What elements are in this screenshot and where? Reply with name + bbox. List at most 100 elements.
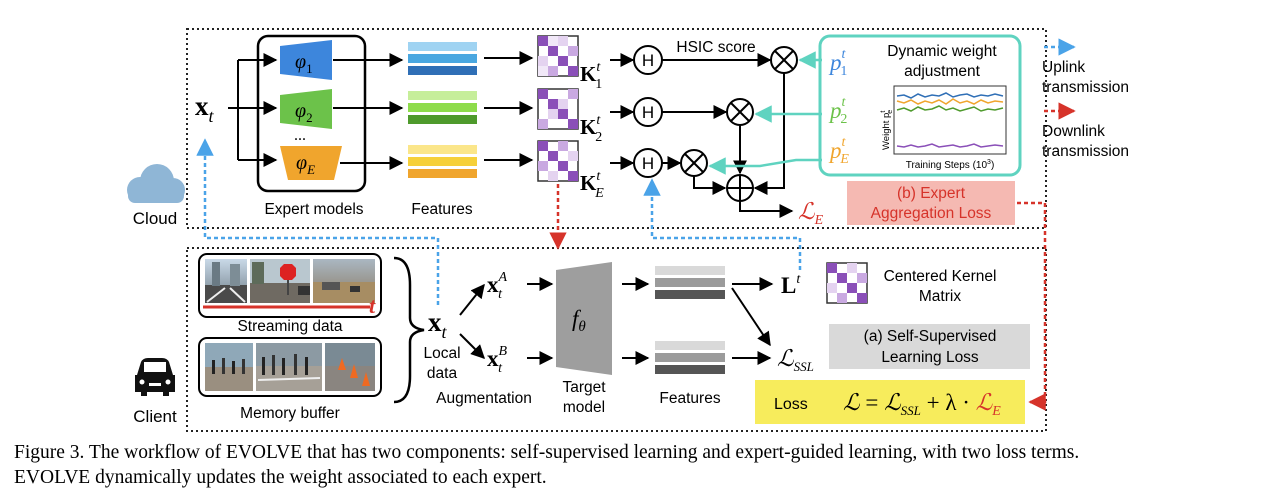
target-model-line1: Target (562, 379, 606, 396)
client-feature-bars-b (655, 341, 725, 374)
svg-text:H: H (642, 154, 654, 173)
loss-formula: ℒ = ℒSSL + λ · ℒE (843, 390, 1001, 419)
client-feature-arrows (731, 277, 774, 365)
memory-image-2 (256, 343, 322, 391)
client-input-symbol: xt (428, 307, 448, 342)
memory-buffer-box (198, 337, 382, 397)
cloud-icon (127, 164, 185, 203)
client-feature-bars-a (655, 266, 725, 299)
caption-line2: EVOLVE dynamically updates the weight as… (14, 467, 547, 488)
time-label: t (369, 293, 376, 318)
brace-icon (393, 256, 425, 404)
svg-text:transmission: transmission (1042, 79, 1129, 96)
expert-loss-box-line1: (b) Expert (897, 185, 966, 202)
figure-caption: Figure 3. The workflow of EVOLVE that ha… (14, 440, 1259, 490)
streaming-image-3 (313, 259, 375, 303)
augmentation-label: Augmentation (436, 390, 532, 407)
weight-feedback-arrows (708, 51, 822, 175)
hsic-node-1-icon: H (633, 45, 663, 75)
downlink-arrows (549, 184, 1047, 411)
mini-chart-xlabel: Training Steps (103) (906, 159, 995, 171)
client-features-label: Features (659, 390, 720, 407)
weight-mini-chart (893, 85, 1007, 155)
hsic-score-label: HSIC score (676, 39, 755, 56)
cloud-features-label: Features (411, 201, 472, 218)
ssl-loss-symbol: ℒSSL (777, 346, 814, 374)
legend-uplink: Uplink transmission (1042, 38, 1129, 96)
local-data-line2: data (427, 365, 458, 382)
ssl-box-line1: (a) Self-Supervised (864, 328, 997, 345)
cloud-region (186, 28, 1047, 229)
car-icon (135, 358, 175, 396)
ssl-box-line2: Learning Loss (881, 349, 979, 366)
multiply-node-1-icon (770, 46, 798, 74)
svg-text:H: H (642, 51, 654, 70)
cloud-label: Cloud (133, 209, 177, 228)
target-model-shape (556, 262, 612, 375)
expert-models-box (256, 34, 367, 193)
mini-series-expert-1 (896, 92, 1004, 99)
dynamic-weight-title-1: Dynamic weight (887, 43, 997, 60)
kernel-to-hsic-arrows (610, 53, 635, 170)
memory-buffer-label: Memory buffer (240, 405, 340, 422)
kernel-matrix-2-icon (537, 88, 579, 130)
mini-chart-ylabel: Weight pte (880, 110, 894, 150)
cloud-input-symbol: xt (195, 91, 215, 126)
expert-1-label: φ1 (295, 51, 313, 76)
legend-downlink: Downlink transmission (1042, 102, 1129, 160)
target-model-line2: model (563, 399, 605, 416)
streaming-data-label: Streaming data (237, 318, 342, 335)
svg-text:transmission: transmission (1042, 143, 1129, 160)
input-fanout-arrows (228, 53, 278, 167)
expert-loss-box-line2: Aggregation Loss (871, 205, 992, 222)
client-kernel-symbol: Lt (781, 272, 801, 298)
memory-image-1 (205, 343, 253, 391)
centered-kernel-matrix-icon (826, 262, 868, 304)
mini-series-expert-E (896, 98, 1004, 105)
ckm-label-line2: Matrix (919, 288, 961, 305)
expert-2-label: φ2 (295, 100, 313, 125)
streaming-image-2 (250, 259, 310, 303)
expert-1-model (280, 40, 332, 80)
kernel-matrix-1-icon (537, 35, 579, 77)
model-to-feature-arrows (622, 277, 650, 365)
expert-ellipsis: ... (294, 127, 306, 144)
mini-series-expert-other (896, 143, 1004, 148)
svg-text:H: H (642, 103, 654, 122)
feature-bars-expert-2 (408, 91, 477, 124)
kernel-matrix-E-icon (537, 140, 579, 182)
expert-models-label: Expert models (264, 201, 363, 218)
hsic-node-2-icon: H (633, 97, 663, 127)
ckm-label-line1: Centered Kernel (884, 268, 997, 285)
total-loss-box (755, 380, 1025, 424)
target-model-symbol: fθ (572, 306, 586, 335)
hsic-node-E-icon: H (633, 148, 663, 178)
expert-aggregation-loss-box (847, 181, 1015, 225)
expert-2-model (280, 89, 332, 129)
mini-series-expert-2 (896, 105, 1004, 112)
feature-bars-expert-1 (408, 42, 477, 75)
uplink-arrows (196, 138, 802, 305)
expert-E-label: φE (296, 152, 315, 177)
local-data-line1: Local (423, 345, 460, 362)
ssl-loss-box (829, 324, 1030, 369)
hsic-to-multiply-arrows (662, 53, 772, 170)
caption-line1: Figure 3. The workflow of EVOLVE that ha… (14, 442, 1080, 463)
dynamic-weight-title-2: adjustment (904, 63, 981, 80)
streaming-image-1 (205, 259, 247, 303)
expert-loss-symbol: ℒE (798, 199, 824, 228)
expert-E-model (280, 146, 342, 180)
loss-word: Loss (774, 396, 808, 413)
aug-to-model-arrows (527, 277, 554, 365)
svg-text:Uplink: Uplink (1042, 59, 1085, 76)
memory-image-3 (325, 343, 375, 391)
client-label: Client (133, 407, 177, 426)
